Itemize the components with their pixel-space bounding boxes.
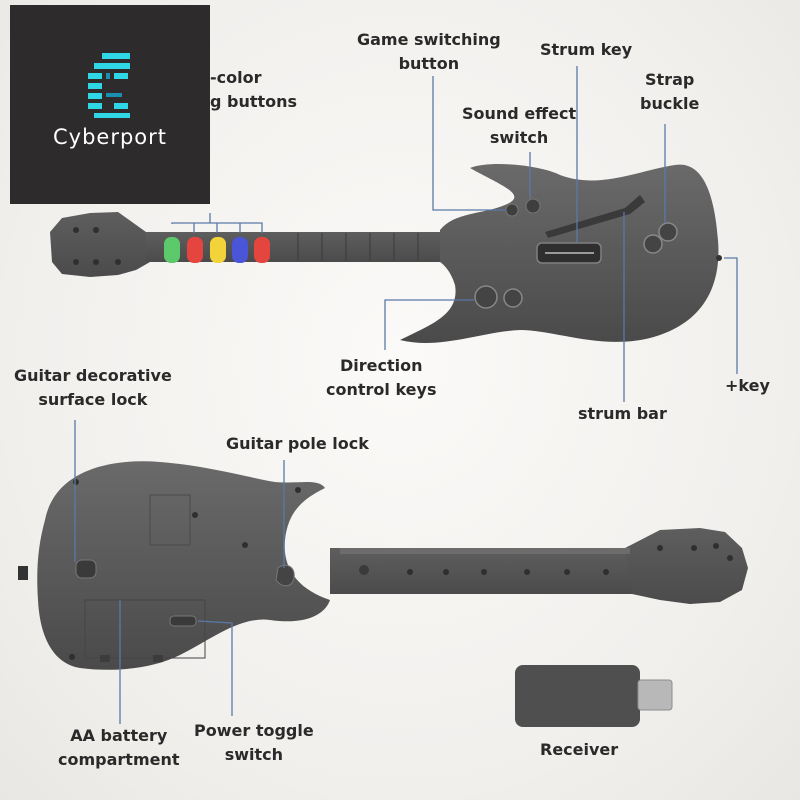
brand-logo: Cyberport <box>10 5 210 204</box>
decorative-lock <box>75 559 97 579</box>
power-toggle <box>169 615 197 627</box>
receiver-body <box>515 665 640 727</box>
guitar-back <box>18 461 748 670</box>
label-game-switching-button: Game switching button <box>357 30 501 73</box>
cyberport-icon <box>88 53 130 118</box>
pole-lock <box>275 564 295 587</box>
label-strum-bar: strum bar <box>578 404 667 423</box>
fret-button-green <box>164 237 180 263</box>
label-strum-key: Strum key <box>540 40 633 59</box>
label-pole-lock: Guitar pole lock <box>226 434 369 453</box>
battery-latch-1 <box>100 655 110 662</box>
fret-button-blue <box>232 237 248 263</box>
leader-lines <box>74 66 738 724</box>
strap-buckle-1 <box>643 234 663 254</box>
label-five-color-buttons: -color g buttons <box>210 68 298 111</box>
game-switch-button <box>505 203 519 217</box>
brand-name: Cyberport <box>52 125 168 149</box>
direction-key-2 <box>503 288 523 308</box>
label-receiver: Receiver <box>540 740 619 759</box>
guitar-front <box>50 164 722 344</box>
whammy-bar <box>545 195 645 238</box>
body-back <box>37 461 331 670</box>
battery-compartment <box>84 599 206 659</box>
direction-key-1 <box>474 285 498 309</box>
sound-effect-switch <box>525 198 541 214</box>
label-sound-effect-switch: Sound effect switch <box>462 104 577 147</box>
strap-buckle-2 <box>658 222 678 242</box>
battery-latch-2 <box>153 655 163 662</box>
receiver-usb-plug <box>637 679 673 711</box>
label-power-toggle-switch: Power toggle switch <box>194 721 314 764</box>
fret-button-yellow <box>210 237 226 263</box>
label-plus-key: +key <box>725 376 770 395</box>
headstock-front <box>50 212 150 277</box>
plus-key-stud <box>716 255 722 261</box>
fret-button-red <box>187 237 203 263</box>
label-direction-control-keys: Direction control keys <box>326 356 437 399</box>
fret-button-red-2 <box>254 237 270 263</box>
label-strap-buckle: Strap buckle <box>640 70 700 113</box>
label-decorative-surface-lock: Guitar decorative surface lock <box>14 366 172 409</box>
receiver-dongle <box>515 665 673 727</box>
headstock-back <box>625 528 748 604</box>
label-battery-compartment: AA battery compartment <box>58 726 180 769</box>
